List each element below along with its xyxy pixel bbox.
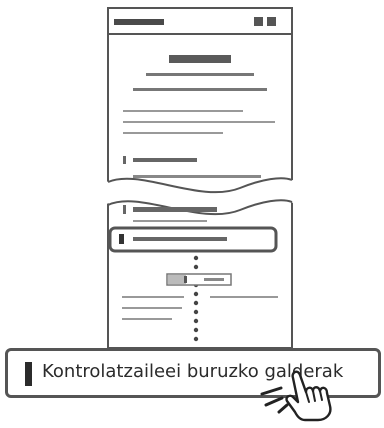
text-line bbox=[122, 296, 184, 298]
subtitle-line bbox=[146, 73, 254, 76]
list-marker bbox=[123, 205, 126, 214]
header-title-bar bbox=[114, 19, 164, 25]
callout-marker bbox=[25, 362, 32, 386]
list-marker bbox=[123, 156, 126, 164]
list-item-line bbox=[133, 207, 217, 212]
text-line bbox=[210, 296, 278, 298]
highlighted-row-marker bbox=[119, 234, 124, 244]
text-line bbox=[123, 132, 223, 134]
button-outline bbox=[166, 273, 232, 286]
text-line bbox=[133, 220, 207, 222]
torn-edge-bottom bbox=[107, 199, 293, 216]
text-line bbox=[123, 110, 243, 112]
window-button-icon bbox=[254, 17, 263, 26]
button-segment bbox=[168, 275, 186, 284]
button-marker bbox=[184, 276, 187, 283]
text-line bbox=[122, 318, 172, 320]
text-line bbox=[123, 121, 275, 123]
callout-label: Kontrolatzaileei buruzko galderak bbox=[42, 361, 344, 382]
page-title-bar bbox=[169, 55, 231, 63]
button-label-line bbox=[204, 278, 224, 281]
text-line bbox=[122, 307, 182, 309]
subtitle-line bbox=[133, 88, 267, 91]
list-item-line bbox=[133, 175, 261, 178]
highlighted-row-line bbox=[133, 237, 227, 241]
callout-link-drivers[interactable]: Kontrolatzaileei buruzko galderak bbox=[5, 348, 381, 398]
window-button-icon bbox=[267, 17, 276, 26]
torn-edge-top bbox=[107, 177, 293, 194]
list-item-line bbox=[133, 158, 197, 162]
